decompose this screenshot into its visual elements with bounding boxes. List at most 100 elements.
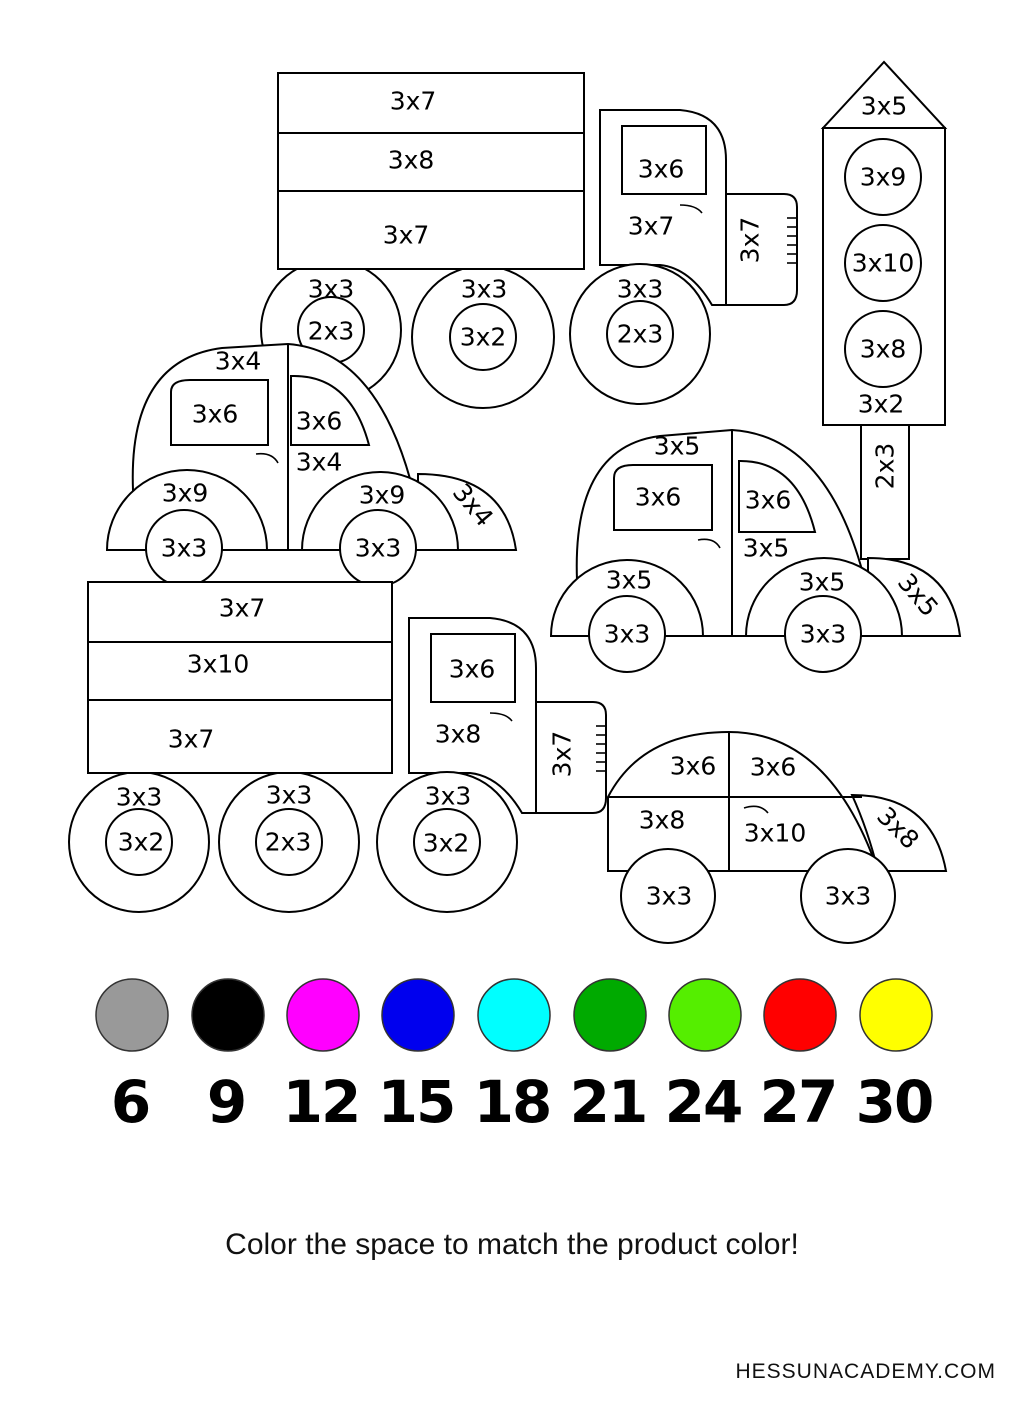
truck-1: 3x7 3x8 3x7 3x6 3x7 3x7 3x3 2x3 3x3 3x2 … [260,72,798,409]
legend-swatch[interactable] [763,978,837,1052]
legend-value: 30 [855,1068,935,1136]
window-label: 3x6 [449,655,496,684]
wheel-inner[interactable] [413,808,481,876]
window-label: 3x6 [635,483,682,512]
wheel-inner[interactable] [606,300,674,368]
cargo-label: 3x7 [219,594,266,623]
lamp-label: 3x10 [852,249,915,278]
cargo-label: 3x8 [388,146,435,175]
legend-swatch[interactable] [859,978,933,1052]
car-window-front[interactable] [290,374,371,446]
window-label: 3x6 [296,407,343,436]
car-wheel[interactable] [588,595,666,673]
fender-label: 3x9 [162,479,209,508]
legend-swatch[interactable] [668,978,742,1052]
wheel-label: 3x3 [617,275,664,304]
legend-swatch[interactable] [191,978,265,1052]
legend-value: 27 [759,1068,839,1136]
car-wheel[interactable] [784,595,862,673]
wheel-label: 3x2 [118,828,165,857]
legend-swatch[interactable] [381,978,455,1052]
wheel-inner[interactable] [105,808,173,876]
cargo-label: 3x7 [383,221,430,250]
window-label: 3x6 [670,752,717,781]
cargo-label: 3x7 [168,725,215,754]
car-window-back[interactable] [613,464,713,531]
fender-label: 3x5 [606,566,653,595]
cargo-section[interactable] [277,72,585,134]
cargo-label: 3x10 [187,650,250,679]
roof-label: 3x4 [215,347,262,376]
cab-window[interactable] [430,633,516,703]
wheel-label: 3x3 [161,534,208,563]
fender-label: 3x5 [799,568,846,597]
cargo-section[interactable] [277,190,585,270]
legend-swatch[interactable] [286,978,360,1052]
car-wheel[interactable] [800,848,896,944]
window-label: 3x6 [750,753,797,782]
wheel-label: 3x2 [423,829,470,858]
wheel-label: 3x3 [116,783,163,812]
base-label: 3x2 [858,390,905,419]
legend-value: 12 [282,1068,362,1136]
pole-label: 2x3 [871,443,900,490]
traffic-light-lamp[interactable] [844,310,922,388]
coloring-picture: 3x7 3x8 3x7 3x6 3x7 3x7 3x3 2x3 3x3 3x2 … [68,60,962,944]
roof-label: 3x5 [654,432,701,461]
wheel-label: 3x3 [646,882,693,911]
car-2: 3x5 3x6 3x6 3x5 3x5 3x5 3x5 3x3 3x3 [549,428,962,673]
window-label: 3x6 [745,486,792,515]
traffic-light-lamp[interactable] [844,224,922,302]
car-wheel[interactable] [620,848,716,944]
legend-value: 21 [569,1068,649,1136]
cargo-section[interactable] [277,132,585,192]
wheel-inner[interactable] [449,303,517,371]
traffic-light-lamp[interactable] [844,138,922,216]
car-bumper[interactable] [850,793,948,872]
cargo-label: 3x7 [390,87,437,116]
cargo-section[interactable] [87,699,393,774]
car-3: 3x6 3x6 3x8 3x10 3x8 3x3 3x3 [607,730,948,944]
wheel-label: 2x3 [265,828,312,857]
wheel-label: 3x3 [266,781,313,810]
wheel-label: 2x3 [617,320,664,349]
legend-value: 9 [206,1068,247,1136]
wheel-label: 3x2 [460,323,507,352]
cap-label: 3x5 [861,92,908,121]
wheel-label: 2x3 [308,317,355,346]
legend-swatch[interactable] [477,978,551,1052]
body-label: 3x8 [639,806,686,835]
legend-value: 6 [110,1068,151,1136]
hood-label: 3x7 [736,217,765,264]
wheel-label: 3x3 [355,534,402,563]
window-label: 3x6 [638,155,685,184]
traffic-light: 3x5 3x9 3x10 3x8 3x2 2x3 [820,60,948,560]
body-label: 3x10 [744,819,807,848]
hood-label: 3x7 [548,731,577,778]
car-window-back[interactable] [170,379,269,446]
wheel-label: 3x3 [308,275,355,304]
door-label: 3x5 [743,534,790,563]
wheel-inner[interactable] [255,808,323,876]
truck-2: 3x7 3x10 3x7 3x6 3x8 3x7 3x3 3x2 3x3 2x3… [68,581,607,913]
lamp-label: 3x9 [860,163,907,192]
cargo-section[interactable] [87,641,393,701]
wheel-label: 3x3 [800,620,847,649]
door-label: 3x7 [628,212,675,241]
cab-hood[interactable] [535,701,607,814]
legend-value: 18 [473,1068,553,1136]
fender-label: 3x9 [359,481,406,510]
legend-swatch[interactable] [573,978,647,1052]
car-window-front[interactable] [738,459,817,533]
legend-swatch[interactable] [95,978,169,1052]
wheel-label: 3x3 [425,782,472,811]
window-label: 3x6 [192,400,239,429]
wheel-label: 3x3 [825,882,872,911]
cargo-section[interactable] [87,581,393,643]
car-body[interactable] [607,730,880,872]
site-footer: HESSUNACADEMY.COM [735,1360,996,1383]
cab-hood[interactable] [725,193,798,306]
lamp-label: 3x8 [860,335,907,364]
cab-window[interactable] [621,125,707,195]
